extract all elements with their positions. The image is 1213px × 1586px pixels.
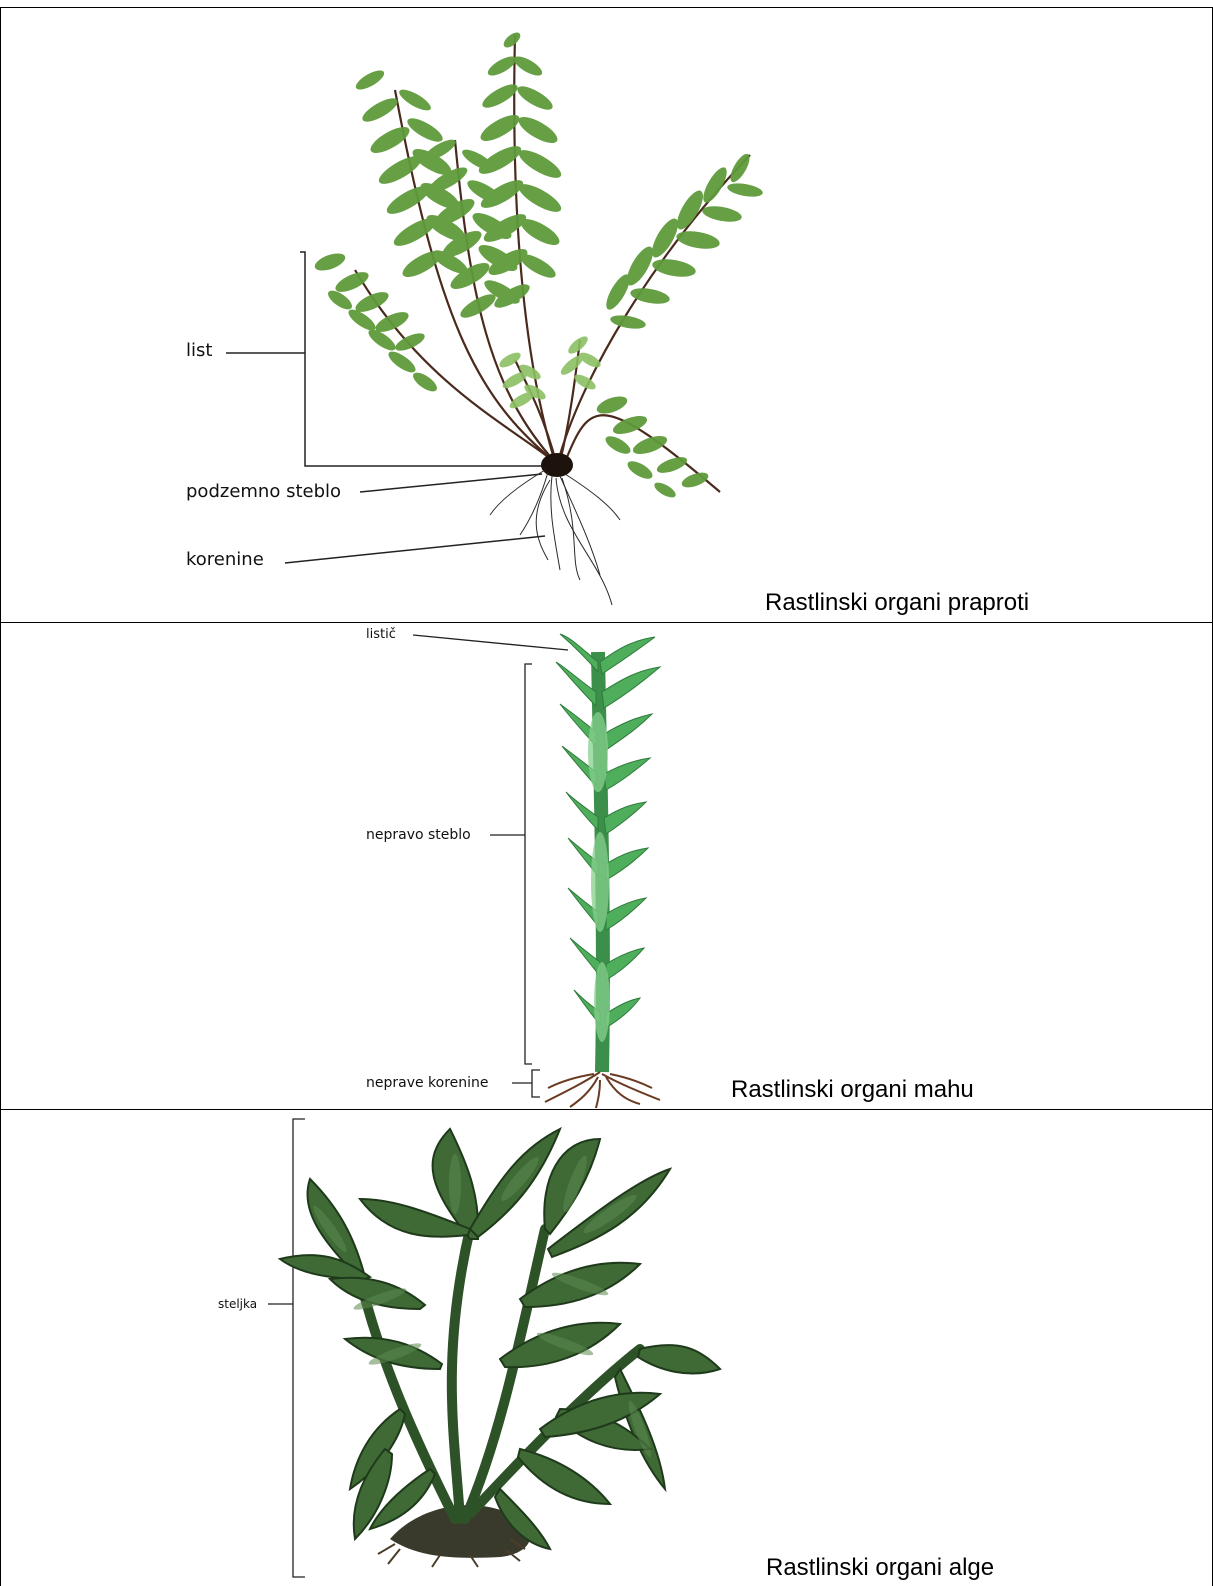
label-podzemno-steblo: podzemno steblo bbox=[186, 481, 341, 502]
label-steljka: steljka bbox=[218, 1297, 257, 1311]
label-listic: listič bbox=[366, 627, 396, 642]
label-list: list bbox=[186, 340, 212, 361]
caption-moss: Rastlinski organi mahu bbox=[731, 1076, 974, 1104]
label-korenine: korenine bbox=[186, 549, 264, 570]
label-neprave-korenine: neprave korenine bbox=[366, 1075, 489, 1091]
moss-illustration bbox=[0, 622, 1213, 1112]
label-nepravo-steblo: nepravo steblo bbox=[366, 827, 471, 843]
fern-illustration bbox=[0, 0, 1213, 620]
alga-illustration bbox=[0, 1109, 1213, 1586]
caption-alga: Rastlinski organi alge bbox=[766, 1554, 994, 1582]
caption-fern: Rastlinski organi praproti bbox=[765, 589, 1029, 617]
